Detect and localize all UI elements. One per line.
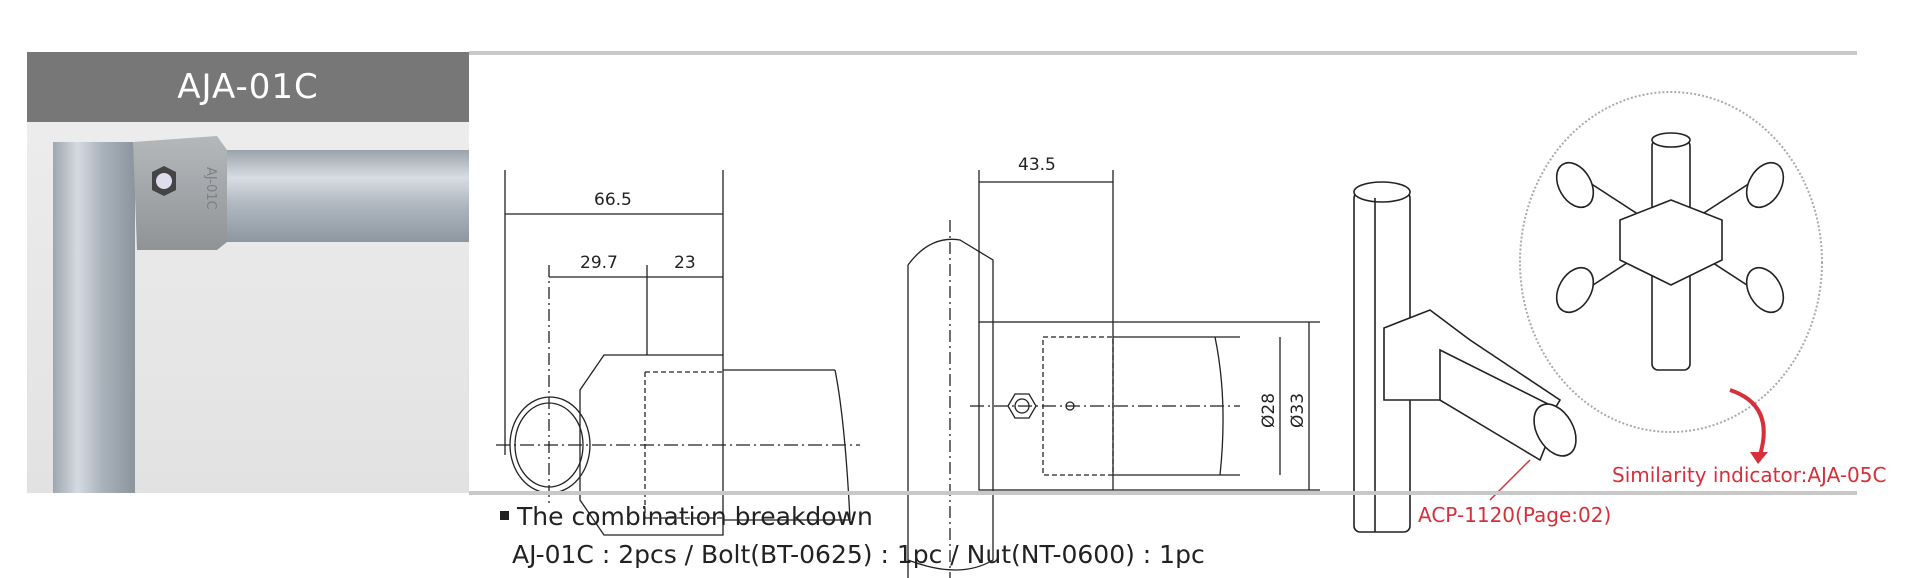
similarity-circle bbox=[1519, 91, 1823, 433]
breakdown-detail: AJ-01C : 2pcs / Bolt(BT-0625) : 1pc / Nu… bbox=[512, 540, 1205, 569]
similarity-callout: Similarity indicator:AJA-05C bbox=[1612, 463, 1886, 487]
dim-inner-diameter: Ø28 bbox=[1259, 393, 1279, 428]
product-title: AJA-01C bbox=[27, 52, 469, 122]
front-view-drawing bbox=[496, 170, 860, 536]
dim-center-to-body: 29.7 bbox=[580, 253, 618, 273]
combination-breakdown: The combination breakdown AJ-01C : 2pcs … bbox=[500, 498, 1205, 574]
svg-text:AJ-01C: AJ-01C bbox=[203, 167, 218, 210]
bullet-icon bbox=[500, 510, 509, 520]
product-code: AJA-01C bbox=[177, 67, 319, 107]
bottom-divider bbox=[469, 491, 1857, 495]
dim-outer-diameter: Ø33 bbox=[1288, 393, 1308, 428]
red-arrowhead-icon bbox=[1750, 452, 1768, 464]
dim-socket-length: 23 bbox=[674, 253, 696, 273]
six-way-connector-drawing bbox=[1555, 132, 1785, 371]
pipe-reference-callout: ACP-1120(Page:02) bbox=[1418, 503, 1611, 527]
red-arrow-icon bbox=[1729, 388, 1766, 456]
isometric-assembly-drawing bbox=[1353, 181, 1577, 533]
top-divider bbox=[469, 51, 1857, 55]
elbow-connector-photo: AJ-01C bbox=[53, 136, 469, 493]
side-view-drawing bbox=[907, 170, 1320, 578]
dim-overall-length: 66.5 bbox=[594, 190, 632, 210]
dim-side-depth: 43.5 bbox=[1018, 155, 1056, 175]
breakdown-title: The combination breakdown bbox=[517, 502, 873, 531]
product-photo: AJ-01C bbox=[27, 122, 469, 493]
